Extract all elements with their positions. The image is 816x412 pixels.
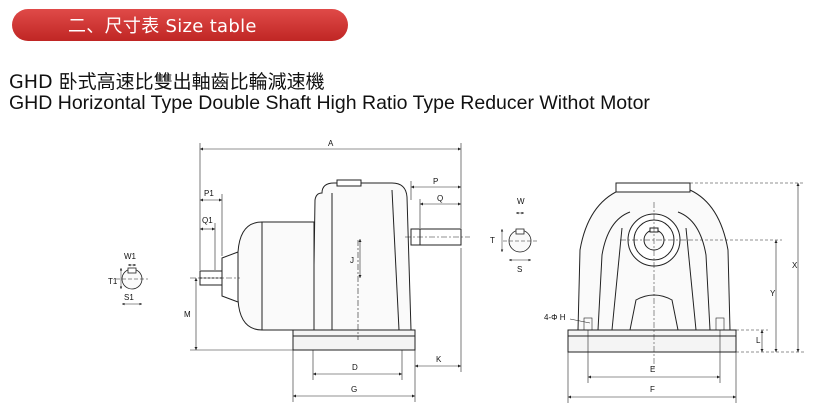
dim-label-m: M xyxy=(184,310,191,319)
dim-label-x: X xyxy=(792,261,798,270)
front-view xyxy=(567,182,737,370)
title-chinese: GHD 卧式高速比雙出軸齒比輪減速機 xyxy=(9,71,325,93)
output-shaft-section xyxy=(500,211,538,262)
dim-label-p: P xyxy=(433,177,438,186)
dim-label-hole: 4-Φ H xyxy=(544,313,566,322)
dim-label-s1: S1 xyxy=(124,293,134,302)
dim-label-l: L xyxy=(756,336,761,345)
dim-label-g: G xyxy=(351,385,357,394)
section-banner: 二、尺寸表 Size table xyxy=(12,9,348,41)
dim-label-k: K xyxy=(436,355,442,364)
dim-label-t1: T1 xyxy=(108,277,118,286)
dim-label-w: W xyxy=(517,197,525,206)
dim-label-a: A xyxy=(328,139,334,148)
dim-label-w1: W1 xyxy=(124,252,137,261)
input-shaft-section xyxy=(116,263,148,306)
dim-label-d: D xyxy=(352,363,358,372)
dim-label-j: J xyxy=(350,256,354,265)
title-english: GHD Horizontal Type Double Shaft High Ra… xyxy=(9,92,650,114)
front-dimension-lines xyxy=(567,182,804,403)
dim-label-q1: Q1 xyxy=(202,216,213,225)
side-view xyxy=(190,179,470,351)
dim-label-p1: P1 xyxy=(204,189,214,198)
dim-label-s: S xyxy=(517,265,522,274)
dim-label-y: Y xyxy=(770,289,776,298)
dim-label-f: F xyxy=(650,385,655,394)
dim-label-e: E xyxy=(650,365,655,374)
dimension-labels: A P Q P1 Q1 J M D G K W1 T1 S1 W T S X Y… xyxy=(108,139,798,394)
dim-label-t: T xyxy=(490,236,495,245)
side-dimension-lines xyxy=(190,143,462,402)
dim-label-q: Q xyxy=(437,194,443,203)
banner-label: 二、尺寸表 Size table xyxy=(68,16,257,37)
